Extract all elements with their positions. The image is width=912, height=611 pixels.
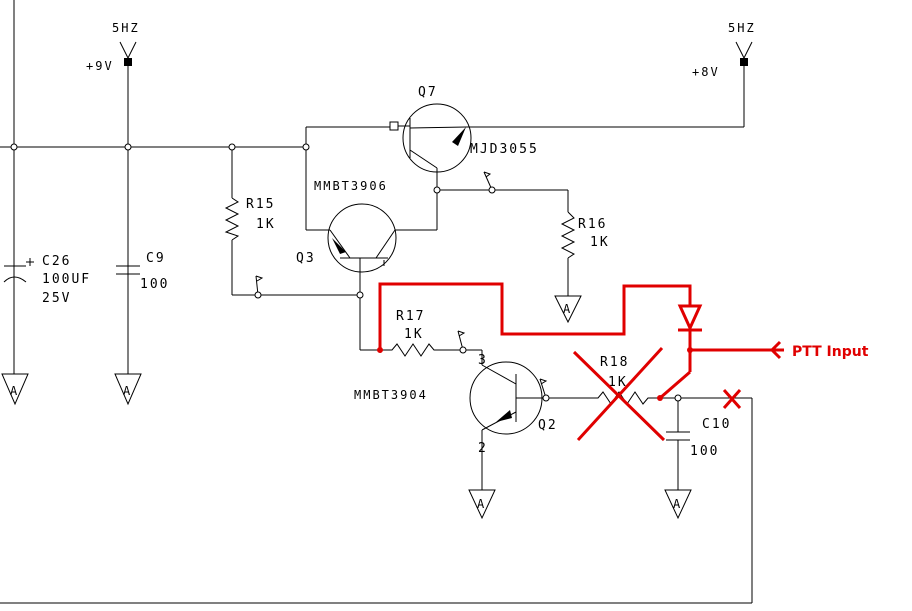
q2-pin-emitter: 2 xyxy=(478,441,488,456)
c26-ref: C26 xyxy=(42,254,71,269)
r18-value: 1K xyxy=(608,375,628,390)
r16-value: 1K xyxy=(590,235,610,250)
c26-value: 100UF xyxy=(42,272,91,287)
q3-part: MMBT3906 xyxy=(314,179,388,193)
c9-value: 100 xyxy=(140,277,169,292)
transistor-q2: MMBT3904 Q2 3 2 xyxy=(354,353,558,456)
transistor-q7: Q7 MJD3055 xyxy=(389,85,539,173)
q3-ref: Q3 xyxy=(296,251,316,266)
ground-label: A xyxy=(563,302,572,316)
diode xyxy=(677,304,703,332)
ground-symbol: A xyxy=(114,373,142,406)
q2-ref: Q2 xyxy=(538,418,558,433)
r15-value: 1K xyxy=(256,217,276,232)
transistor-q3: MMBT3906 Q3 xyxy=(296,179,397,273)
ground-label: A xyxy=(477,497,486,511)
ground-symbol: A xyxy=(468,489,496,520)
red-modification: PTT Input xyxy=(377,282,869,442)
r16-ref: R16 xyxy=(578,217,607,232)
c10-value: 100 xyxy=(690,444,719,459)
r18-cross-out xyxy=(572,346,666,442)
power-net-label: 5HZ xyxy=(728,21,756,35)
r18-ref: R18 xyxy=(600,355,629,370)
power-flag-8v: 5HZ +8V xyxy=(692,21,756,79)
ground-symbol: A xyxy=(1,373,29,406)
ground-label: A xyxy=(673,497,682,511)
capacitor-c9: C9 100 xyxy=(116,251,169,292)
resistor-r16: R16 1K xyxy=(560,211,610,259)
ground-label: A xyxy=(123,384,132,398)
q7-part: MJD3055 xyxy=(470,142,539,157)
power-net-label: 5HZ xyxy=(112,21,140,35)
capacitor-c10: C10 100 xyxy=(666,417,731,459)
c9-ref: C9 xyxy=(146,251,166,266)
power-voltage-label: +9V xyxy=(86,59,114,73)
c10-ref: C10 xyxy=(702,417,731,432)
c26-voltage: 25V xyxy=(42,291,71,306)
power-flag-9v: 5HZ +9V xyxy=(86,21,140,73)
resistor-r17: R17 1K xyxy=(380,309,440,357)
resistor-r15: R15 1K xyxy=(224,197,276,241)
ground-symbol: A xyxy=(554,295,582,324)
capacitor-c26: C26 100UF 25V xyxy=(3,254,91,306)
r15-ref: R15 xyxy=(246,197,275,212)
r17-ref: R17 xyxy=(396,309,425,324)
cut-mark xyxy=(722,389,742,409)
power-voltage-label: +8V xyxy=(692,65,720,79)
ground-symbol: A xyxy=(664,489,692,520)
wiring xyxy=(0,0,753,604)
q2-part: MMBT3904 xyxy=(354,388,428,402)
r17-value: 1K xyxy=(404,327,424,342)
ptt-input-label: PTT Input xyxy=(792,344,869,360)
q7-ref: Q7 xyxy=(418,85,438,100)
q2-pin-collector: 3 xyxy=(478,353,488,368)
junction-nodes xyxy=(10,143,682,402)
ground-label: A xyxy=(10,384,19,398)
